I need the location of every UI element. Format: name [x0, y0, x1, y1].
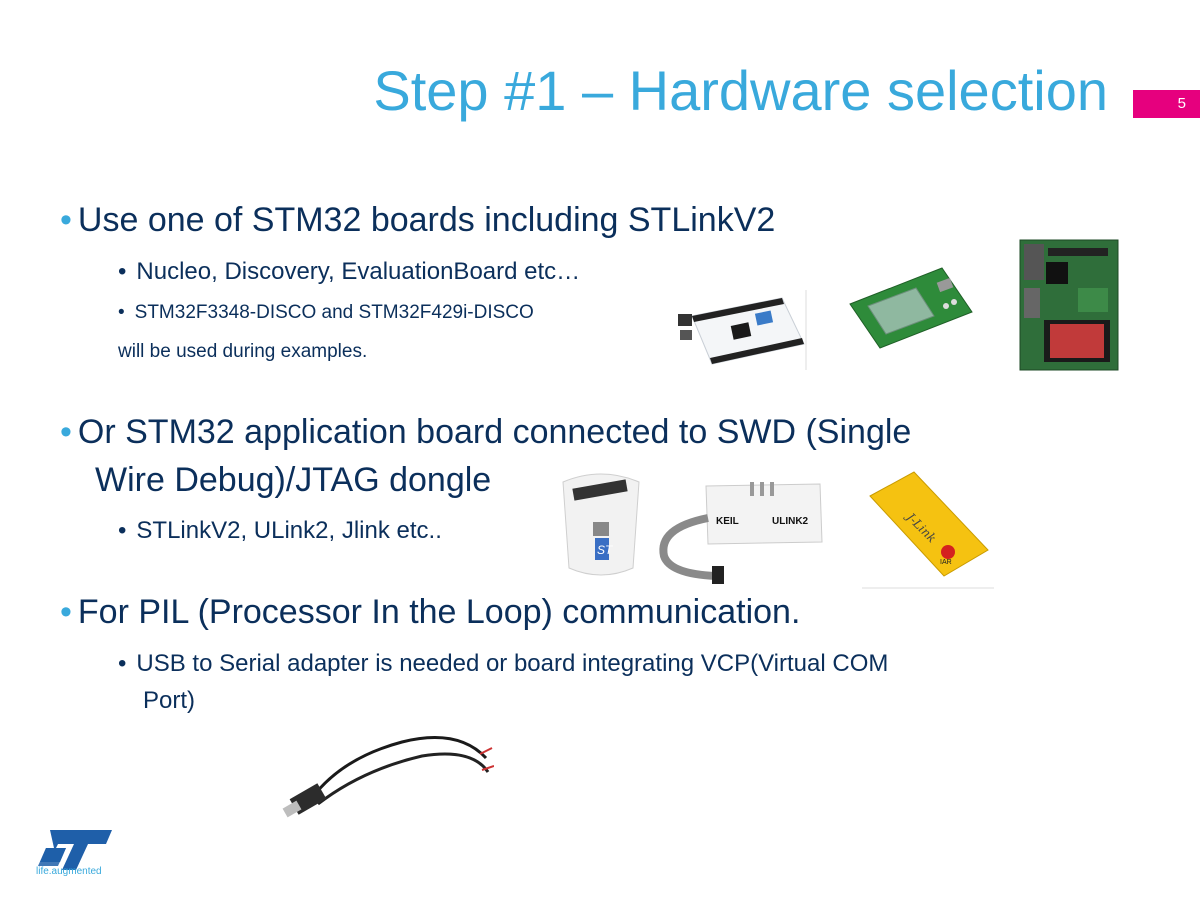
usb-serial-cable-image — [282, 736, 494, 818]
bullet-1-sub-1: •Nucleo, Discovery, EvaluationBoard etc… — [118, 258, 581, 285]
bullet-2-text-line-1: Or STM32 application board connected to … — [77, 413, 912, 451]
jlink-dongle-image: J-Link IAR — [862, 471, 994, 589]
jlink-brand-label: IAR — [940, 559, 952, 566]
bullet-glyph: • — [60, 201, 72, 239]
bullet-2-sub-1: •STLinkV2, ULink2, Jlink etc.. — [118, 517, 442, 544]
ulink2-keil-label: KEIL — [716, 516, 739, 527]
bullet-1-sub-2: •STM32F3348-DISCO and STM32F429i-DISCO — [118, 302, 534, 323]
bullet-2: •Or STM32 application board connected to… — [60, 413, 912, 451]
slide-title: Step #1 – Hardware selection — [373, 59, 1108, 122]
bullet-2-text-line-2: Wire Debug)/JTAG dongle — [95, 461, 492, 499]
page-number-badge: 5 — [1133, 90, 1200, 118]
evaluation-board-image — [1019, 239, 1119, 371]
bullet-1-sub-2-continued: will be used during examples. — [118, 341, 368, 362]
bullet-3-text: For PIL (Processor In the Loop) communic… — [77, 593, 801, 631]
nucleo-board-image — [672, 286, 810, 370]
bullet-1-text: Use one of STM32 boards including STLink… — [77, 201, 776, 239]
bullet-3-sub-1: •USB to Serial adapter is needed or boar… — [118, 650, 889, 677]
bullet-1: •Use one of STM32 boards including STLin… — [60, 198, 775, 242]
bullet-3-sub-1-continued: Port) — [143, 687, 196, 714]
footer-tagline: life.augmented — [36, 866, 102, 877]
discovery-board-image — [849, 267, 973, 349]
bullet-3: •For PIL (Processor In the Loop) communi… — [60, 593, 801, 631]
ulink2-model-label: ULINK2 — [772, 516, 809, 527]
st-logo-icon — [38, 830, 112, 870]
ulink2-dongle-image: KEIL ULINK2 — [659, 482, 823, 584]
stlinkv2-dongle-image: ST — [562, 473, 640, 576]
svg-text:ST: ST — [597, 543, 614, 557]
